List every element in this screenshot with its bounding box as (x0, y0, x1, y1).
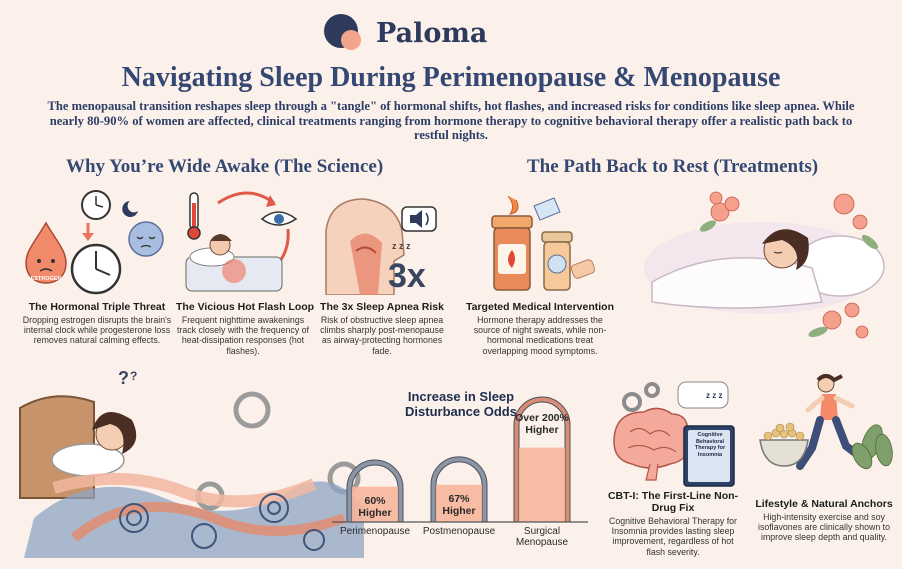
card-title: The Hormonal Triple Threat (28, 301, 166, 313)
intro-paragraph: The menopausal transition reshapes sleep… (47, 99, 855, 142)
hot-flash-illustration (185, 191, 298, 292)
svg-text:?: ? (130, 369, 137, 383)
card-body: Dropping estrogen disrupts the brain's i… (22, 315, 172, 346)
chart-category-label: Postmenopause (422, 526, 496, 537)
page-title: Navigating Sleep During Perimenopause & … (121, 62, 781, 93)
hormonal-clock-illustration: ESTROGEN (25, 190, 164, 295)
card-body: High-intensity exercise and soy isoflavo… (757, 512, 891, 543)
chart-value-label: 60% Higher (358, 494, 392, 519)
apnea-risk-badge: 3x (388, 257, 426, 295)
chart-bar-2 (436, 484, 482, 522)
section-heading-science: Why You’re Wide Awake (The Science) (66, 156, 384, 177)
card-title: Lifestyle & Natural Anchors (755, 498, 893, 510)
restful-sleep-illustration (644, 191, 885, 339)
card-title: The 3x Sleep Apnea Risk (320, 301, 444, 313)
medication-illustration (491, 195, 596, 291)
chart-value-label: 67% Higher (442, 492, 476, 517)
card-hormonal-triple-threat: The Hormonal Triple Threat Dropping estr… (22, 301, 172, 346)
card-sleep-apnea-risk: The 3x Sleep Apnea Risk Risk of obstruct… (316, 301, 448, 356)
card-lifestyle-anchors: Lifestyle & Natural Anchors High-intensi… (752, 498, 896, 543)
brand-name: Paloma (376, 17, 488, 49)
droplet-label: ESTROGEN (31, 276, 62, 282)
card-body: Hormone therapy addresses the source of … (473, 315, 607, 356)
card-cbt-i: CBT-I: The First-Line Non-Drug Fix Cogni… (606, 490, 740, 557)
card-title: CBT-I: The First-Line Non-Drug Fix (607, 490, 739, 514)
insomnia-tangle-illustration: ? ? (19, 368, 364, 558)
card-body: Frequent nighttime awakenings track clos… (176, 315, 309, 356)
section-heading-treatments: The Path Back to Rest (Treatments) (527, 156, 819, 177)
sleep-apnea-illustration: z z z 3x (325, 198, 437, 295)
chart-category-label: Surgical Menopause (515, 526, 569, 548)
cbti-brain-book-illustration: z z z (613, 381, 735, 487)
sleep-disturbance-chart (332, 396, 588, 523)
card-hot-flash-loop: The Vicious Hot Flash Loop Frequent nigh… (176, 301, 315, 356)
paloma-logo-icon (324, 14, 361, 50)
card-body: Risk of obstructive sleep apnea climbs s… (320, 315, 444, 356)
brand: Paloma (322, 12, 487, 54)
cbti-zzz: z z z (706, 391, 722, 400)
apnea-zzz: z z z (392, 241, 411, 251)
card-body: Cognitive Behavioral Therapy for Insomni… (609, 516, 737, 557)
chart-bar-1 (352, 486, 398, 522)
card-targeted-medical-intervention: Targeted Medical Intervention Hormone th… (466, 301, 614, 356)
chart-title: Increase in Sleep Disturbance Odds (405, 389, 517, 419)
card-title: Targeted Medical Intervention (466, 301, 614, 313)
lifestyle-runner-illustration (759, 374, 893, 470)
chart-value-label: Over 200% Higher (515, 411, 569, 436)
chart-category-label: Perimenopause (339, 526, 411, 537)
chart-bar-3 (519, 447, 565, 522)
cbti-book-cover-text: Cognitive Behavioral Therapy for Insomni… (694, 432, 726, 458)
svg-text:?: ? (118, 368, 129, 388)
card-title: The Vicious Hot Flash Loop (176, 301, 315, 313)
chart-bars (332, 396, 588, 523)
